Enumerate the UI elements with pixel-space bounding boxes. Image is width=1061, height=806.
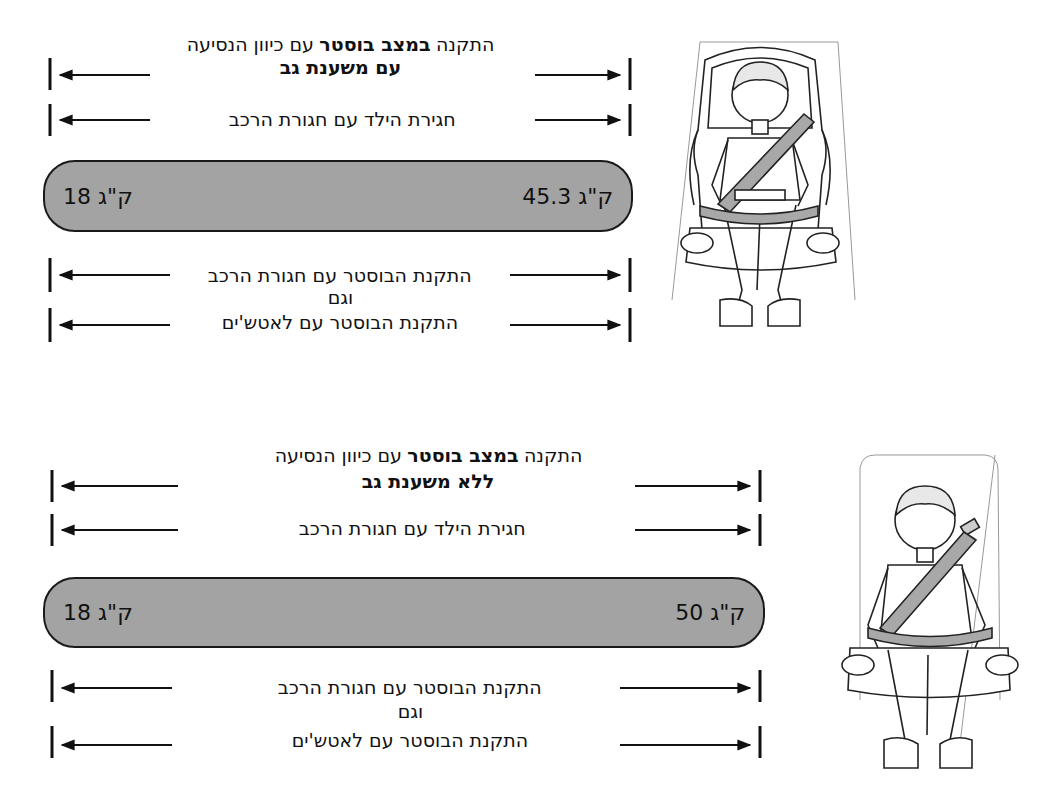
- label-line: ללא משענת גב: [359, 471, 497, 493]
- label-line: התקנת הבוסטר עם לאטש'ים: [219, 312, 461, 334]
- weight-value: 18 ק"ג: [63, 184, 133, 209]
- range-label: עם כיוון הנסיעה: [275, 445, 402, 467]
- weight-value: 18 ק"ג: [63, 600, 133, 625]
- range-label: התקנה: [524, 445, 582, 467]
- weight-band: 45.3 ק"ג 18 ק"ג: [43, 160, 633, 232]
- label-line: התקנת הבוסטר עם חגורת הרכב: [205, 265, 474, 287]
- high-back-booster-illustration: [672, 42, 855, 326]
- range-label: וגם: [398, 701, 424, 723]
- range-label: התקנת הבוסטר עם לאטש'ים: [292, 730, 528, 752]
- weight-value: 50 ק"ג: [675, 600, 745, 625]
- heading-text: במצב בוסטר: [407, 445, 518, 467]
- range-label: חגירת הילד עם חגורת הרכב: [229, 109, 456, 131]
- range-label: חגירת הילד עם חגורת הרכב: [299, 518, 526, 540]
- range-label: התקנת הבוסטר עם חגורת הרכב: [208, 265, 472, 287]
- label-line: וגם: [395, 701, 426, 723]
- label-line: התקנת הבוסטר עם לאטש'ים: [289, 730, 531, 752]
- label-line: התקנה במצב בוסטרעם כיוון הנסיעה: [184, 34, 497, 56]
- range-label: התקנת הבוסטר עם לאטש'ים: [222, 312, 458, 334]
- label-line: התקנת הבוסטר עם חגורת הרכב: [275, 677, 544, 699]
- range-label: התקנה: [436, 34, 494, 56]
- weight-band: 50 ק"ג 18 ק"ג: [43, 577, 765, 648]
- backless-booster-illustration: [842, 455, 1018, 768]
- heading-text: ללא משענת גב: [362, 471, 495, 493]
- weight-value: 45.3 ק"ג: [522, 184, 613, 209]
- heading-text: עם משענת גב: [280, 57, 402, 79]
- range-label: התקנת הבוסטר עם חגורת הרכב: [278, 677, 542, 699]
- label-line: חגירת הילד עם חגורת הרכב: [226, 109, 458, 131]
- label-line: עם משענת גב: [277, 57, 404, 79]
- heading-text: במצב בוסטר: [319, 34, 430, 56]
- label-line: התקנה במצב בוסטרעם כיוון הנסיעה: [272, 445, 585, 467]
- range-label: עם כיוון הנסיעה: [187, 34, 314, 56]
- range-label: וגם: [328, 287, 354, 309]
- label-line: וגם: [325, 287, 356, 309]
- label-line: חגירת הילד עם חגורת הרכב: [296, 518, 528, 540]
